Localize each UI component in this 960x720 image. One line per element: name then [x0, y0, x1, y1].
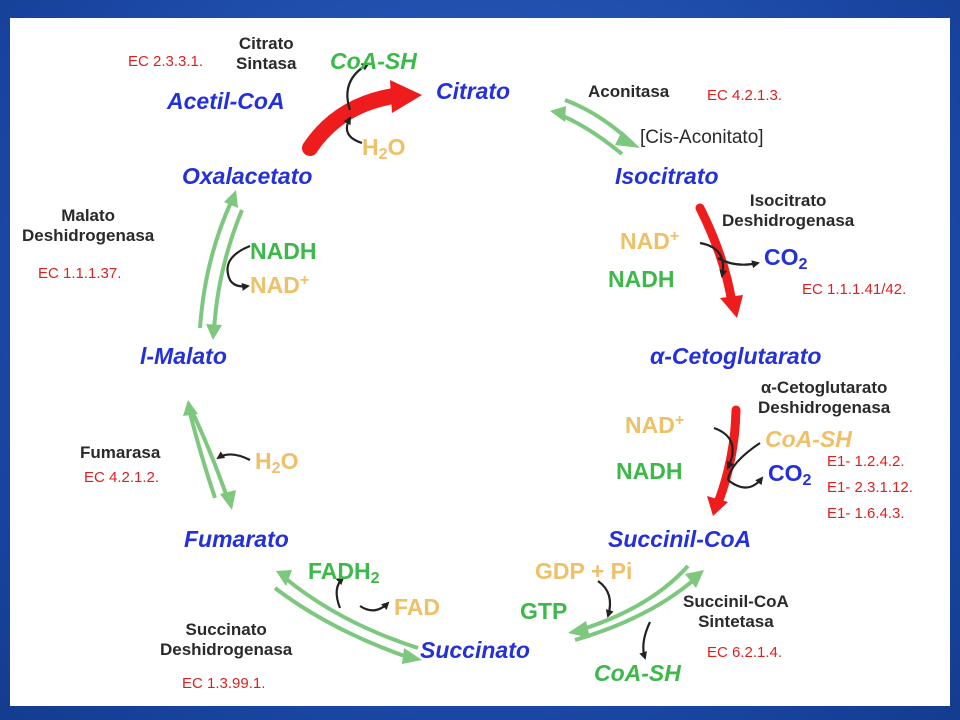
fumarasa-label: Fumarasa	[80, 443, 161, 462]
cis-aconitato-label: [Cis-Aconitato]	[640, 127, 764, 148]
nad-kgdh-sup: +	[674, 411, 685, 429]
kgdh-alpha: α	[760, 378, 772, 397]
idh-line1: Isocitrato	[749, 191, 827, 210]
nad-mdh-base: NAD	[250, 272, 300, 299]
succinato-label: Succinato	[420, 637, 530, 663]
mdh-line2: Deshidrogenasa	[22, 225, 155, 245]
nadh-kgdh-label: NADH	[616, 458, 683, 484]
malato-label: l-Malato	[140, 343, 227, 369]
nad-mdh-sup: +	[299, 271, 310, 289]
succinil-coa-label: Succinil-CoA	[608, 526, 752, 552]
fumarato-label: Fumarato	[184, 526, 289, 552]
ec-kgdh-e2: E1- 2.3.1.12.	[827, 479, 913, 496]
co2-idh-sub: 2	[798, 255, 808, 274]
slide-canvas: Acetil-CoA Citrato [Cis-Aconitato] Isoci…	[10, 18, 950, 706]
nad-kgdh-base: NAD	[625, 412, 675, 439]
ec-aconitasa: EC 4.2.1.3.	[707, 87, 783, 104]
succinil-coa-sintetasa-arrow	[568, 564, 704, 660]
succinato-dh-arrow	[273, 570, 422, 664]
kgdh-line2: Deshidrogenasa	[758, 397, 891, 417]
co2-kgdh-label: CO2	[768, 460, 812, 490]
h2o-top-sub: 2	[378, 145, 388, 164]
h2o-top-end: O	[387, 134, 406, 160]
aconitasa-label: Aconitasa	[588, 82, 670, 101]
nad-kgdh-label: NAD+	[625, 412, 684, 437]
h2o-top-base: H	[362, 134, 379, 160]
sdh-line2: Deshidrogenasa	[160, 639, 293, 659]
h2o-top-label: H2O	[362, 134, 406, 164]
ec-citrato-sintasa: EC 2.3.3.1.	[128, 53, 204, 70]
isocitrato-dh-arrow	[695, 203, 760, 318]
coash-bottom-label: CoA-SH	[594, 660, 681, 686]
ec-fumarasa: EC 4.2.1.2.	[84, 469, 160, 486]
scs-line1: Succinil-CoA	[683, 592, 789, 611]
nadh-mdh-label: NADH	[250, 238, 317, 264]
ec-scs: EC 6.2.1.4.	[707, 644, 783, 661]
co2-kgdh-sub: 2	[802, 471, 812, 490]
alpha-symbol: α	[650, 343, 665, 369]
scs-line2: Sintetasa	[698, 611, 774, 631]
ec-sdh: EC 1.3.99.1.	[182, 675, 266, 692]
citrato-sintasa-arrow	[302, 63, 422, 156]
acetil-coa-label: Acetil-CoA	[167, 88, 285, 114]
oxalacetato-label: Oxalacetato	[182, 163, 313, 189]
citrato-sintasa-line1: Citrato	[238, 34, 294, 53]
gtp-label: GTP	[520, 598, 568, 624]
fad-label: FAD	[394, 594, 440, 620]
h2o-fum-base: H	[255, 448, 272, 474]
ec-kgdh-e1: E1- 1.2.4.2.	[827, 453, 905, 470]
kgdh-line1: α-Cetoglutarato	[758, 378, 890, 398]
isocitrato-label: Isocitrato	[615, 163, 719, 189]
nad-idh-label: NAD+	[620, 228, 679, 253]
idh-line2: Deshidrogenasa	[722, 210, 855, 230]
mdh-line1: Malato	[61, 206, 116, 225]
ec-kgdh-e3: E1- 1.6.4.3.	[827, 505, 905, 522]
ec-idh: EC 1.1.1.41/42.	[802, 281, 907, 298]
citrato-label: Citrato	[436, 78, 511, 104]
nad-mdh-label: NAD+	[250, 272, 309, 297]
malato-dh-arrow	[198, 190, 251, 340]
fadh2-sub: 2	[370, 569, 380, 588]
fumarasa-arrow	[183, 400, 251, 510]
co2-idh-base: CO	[764, 244, 799, 270]
h2o-fum-end: O	[280, 448, 299, 474]
nad-idh-sup: +	[669, 227, 680, 245]
co2-kgdh-base: CO	[768, 460, 803, 486]
cetoglutarato-dh-arrow	[707, 405, 764, 516]
co2-idh-label: CO2	[764, 244, 808, 274]
ec-mdh: EC 1.1.1.37.	[38, 265, 122, 282]
cetoglutarato-label: α-Cetoglutarato	[650, 345, 821, 368]
h2o-fum-label: H2O	[255, 448, 299, 478]
fadh2-base: FADH	[308, 558, 371, 584]
aconitasa-arrow	[550, 98, 640, 156]
nad-idh-base: NAD	[620, 228, 670, 255]
citrato-sintasa-line2: Sintasa	[236, 53, 297, 73]
pathway-arrows	[183, 63, 764, 664]
kgdh-line1-text: -Cetoglutarato	[771, 378, 888, 397]
gdp-pi-label: GDP + Pi	[535, 558, 633, 584]
coash-kgdh-label: CoA-SH	[765, 426, 852, 452]
cetoglutarato-text: -Cetoglutarato	[664, 343, 822, 369]
nadh-idh-label: NADH	[608, 266, 675, 292]
h2o-fum-sub: 2	[271, 459, 281, 478]
coash-top-label: CoA-SH	[330, 48, 417, 74]
sdh-line1: Succinato	[185, 620, 267, 639]
fadh2-label: FADH2	[308, 558, 380, 588]
